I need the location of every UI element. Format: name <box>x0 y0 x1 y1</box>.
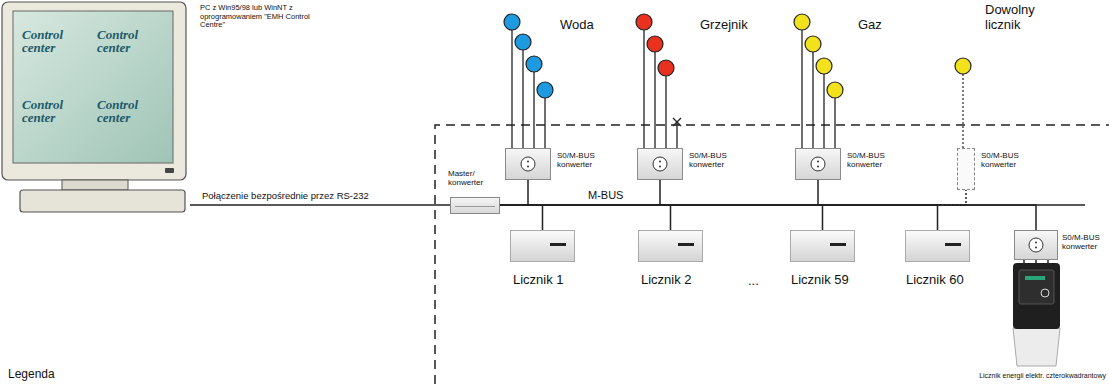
node-label: Licznik 59 <box>791 273 849 288</box>
node-label: Licznik energii elektr. czterokwadrantow… <box>979 372 1106 380</box>
bus-connection <box>190 204 450 206</box>
group-label: Grzejnik <box>700 18 748 33</box>
screen-logo: Control center <box>22 98 84 124</box>
bus-connection <box>500 180 528 205</box>
meter-pulse-source <box>537 82 553 98</box>
connection-label: Połączenie bezpośrednie przez RS-232 <box>200 191 371 202</box>
sensor-lead <box>676 122 677 148</box>
converter-icon <box>1015 231 1057 259</box>
node-label: S0/M-BUS konwerter <box>557 151 609 169</box>
node-label: Licznik 1 <box>513 273 564 288</box>
group-label: Gaz <box>858 18 882 33</box>
sensor-lead <box>812 52 813 148</box>
bus-connection <box>500 180 660 205</box>
terminal-wire <box>1047 260 1049 263</box>
meter-box: Licznik 1 <box>510 230 575 262</box>
screen-logo: Control center <box>97 28 159 54</box>
energy-meter-drawing <box>1010 262 1063 368</box>
node-label: S0/M-BUS konwerter <box>1062 233 1108 251</box>
bus-connection <box>500 205 823 230</box>
sensor-lead <box>511 30 512 148</box>
meter-pulse-source <box>816 58 832 74</box>
meter-display <box>830 243 846 246</box>
sensor-lead <box>823 74 824 148</box>
meter-pulse-source <box>794 14 810 30</box>
bus-connection <box>500 205 671 230</box>
node-label: S0/M-BUS konwerter <box>689 151 741 169</box>
meter-pulse-source <box>658 60 674 76</box>
terminal-wire <box>1023 260 1025 263</box>
converter-icon <box>638 149 682 179</box>
meter-pulse-source <box>636 14 652 30</box>
meter-display <box>550 243 566 246</box>
sensor-lead <box>654 52 655 148</box>
sensor-lead <box>801 30 802 148</box>
meter-box: Licznik 2 <box>638 230 703 262</box>
sensor-lead <box>533 72 534 148</box>
meter-pulse-source <box>504 14 520 30</box>
sensor-lead <box>665 76 666 148</box>
terminal-wire <box>1035 260 1037 263</box>
legend-heading: Legenda <box>8 368 55 382</box>
sensor-lead <box>643 30 644 148</box>
meter-pulse-source <box>647 36 663 52</box>
converter-box: S0/M-BUS konwerter <box>637 148 683 180</box>
meter-display <box>678 243 694 246</box>
meter-box: Licznik 60 <box>905 230 970 262</box>
bus-connection <box>500 180 818 205</box>
meter-pulse-source <box>955 58 971 74</box>
ellipsis: ... <box>748 274 759 289</box>
node-label: S0/M-BUS konwerter <box>981 151 1033 169</box>
converter-icon <box>796 149 840 179</box>
converter-box: S0/M-BUS konwerter <box>505 148 551 180</box>
node-label: Master/ konwerter <box>448 169 504 187</box>
screen-logo: Control center <box>22 28 84 54</box>
bus-connection <box>500 205 938 230</box>
bus-connection <box>500 205 1036 230</box>
node-label: Licznik 60 <box>906 273 964 288</box>
converter-box: S0/M-BUS konwerter <box>795 148 841 180</box>
optional-converter: S0/M-BUS konwerter <box>957 148 975 190</box>
boundary-dashed <box>435 125 1109 384</box>
converter-icon <box>506 149 550 179</box>
master-converter: Master/ konwerter <box>450 197 500 214</box>
meter-pulse-source <box>526 56 542 72</box>
box-detail <box>455 206 495 207</box>
bus-connection <box>500 205 543 230</box>
group-label: Woda <box>560 18 594 33</box>
screen-logo: Control center <box>97 98 159 124</box>
meter-pulse-source <box>515 34 531 50</box>
sensor-lead <box>834 98 835 148</box>
converter-box: S0/M-BUS konwerter <box>1014 230 1058 260</box>
node-label: Licznik 2 <box>641 273 692 288</box>
group-label: Dowolny licznik <box>985 3 1049 33</box>
unused-input-mark <box>673 118 681 126</box>
bus-connection <box>500 190 966 205</box>
meter-box: Licznik 59 <box>790 230 855 262</box>
bus-label: M-BUS <box>588 189 623 202</box>
energy-meter: Licznik energii elektr. czterokwadrantow… <box>1010 262 1063 368</box>
sensor-lead <box>522 50 523 148</box>
meter-pulse-source <box>827 82 843 98</box>
node-label: PC z Win95/98 lub WinNT z oprogramowanie… <box>200 4 320 30</box>
node-label: S0/M-BUS konwerter <box>847 151 899 169</box>
sensor-lead <box>544 98 545 148</box>
meter-pulse-source <box>805 36 821 52</box>
meter-display <box>945 243 961 246</box>
optional-lead <box>962 74 963 148</box>
